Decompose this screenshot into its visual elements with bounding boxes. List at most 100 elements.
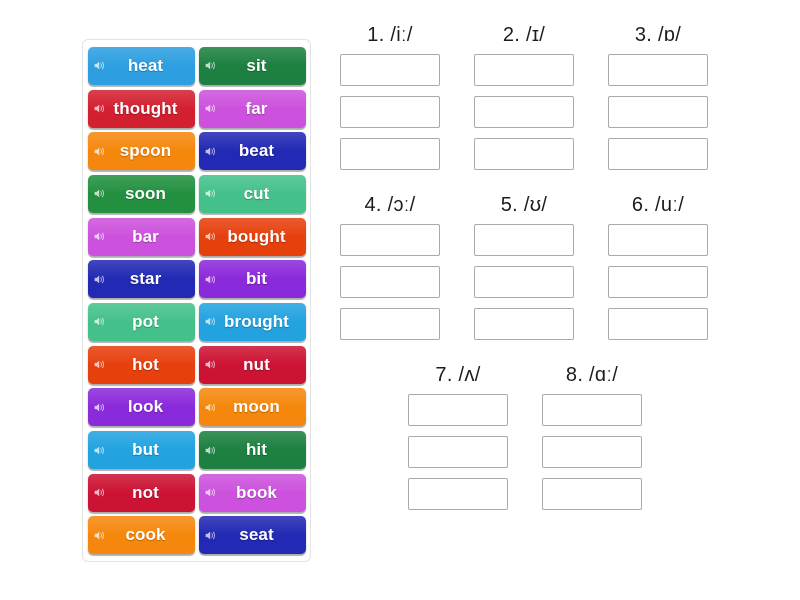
word-tile-cell: sit bbox=[199, 45, 306, 88]
drop-slot[interactable] bbox=[608, 138, 708, 170]
word-tile-far[interactable]: far bbox=[199, 89, 306, 128]
answer-group-5: 5. /ʊ/ bbox=[474, 194, 574, 350]
drop-slot[interactable] bbox=[474, 224, 574, 256]
word-tile-book[interactable]: book bbox=[199, 473, 306, 512]
speaker-icon[interactable] bbox=[93, 59, 106, 72]
answer-group-title: 1. /iː/ bbox=[367, 24, 413, 46]
word-tile-bought[interactable]: bought bbox=[199, 217, 306, 256]
drop-slot[interactable] bbox=[542, 478, 642, 510]
speaker-icon[interactable] bbox=[204, 401, 217, 414]
speaker-icon[interactable] bbox=[204, 444, 217, 457]
word-tile-label: hot bbox=[132, 354, 159, 374]
drop-slot[interactable] bbox=[340, 266, 440, 298]
drop-slot[interactable] bbox=[474, 308, 574, 340]
speaker-icon[interactable] bbox=[93, 273, 106, 286]
word-tile-label: not bbox=[132, 482, 159, 502]
word-tile-label: bar bbox=[132, 226, 159, 246]
speaker-icon[interactable] bbox=[93, 315, 106, 328]
drop-slot[interactable] bbox=[542, 394, 642, 426]
word-tile-spoon[interactable]: spoon bbox=[88, 132, 195, 171]
word-tile-sit[interactable]: sit bbox=[199, 46, 306, 85]
drop-slot[interactable] bbox=[340, 54, 440, 86]
speaker-icon[interactable] bbox=[93, 529, 106, 542]
drop-slot[interactable] bbox=[542, 436, 642, 468]
word-tile-star[interactable]: star bbox=[88, 260, 195, 299]
answer-group-4: 4. /ɔː/ bbox=[340, 194, 440, 350]
drop-slot[interactable] bbox=[608, 54, 708, 86]
speaker-icon[interactable] bbox=[204, 145, 217, 158]
word-tile-brought[interactable]: brought bbox=[199, 302, 306, 341]
drop-slot[interactable] bbox=[474, 266, 574, 298]
speaker-icon[interactable] bbox=[93, 230, 106, 243]
word-tile-hit[interactable]: hit bbox=[199, 431, 306, 470]
word-tile-cut[interactable]: cut bbox=[199, 174, 306, 213]
answer-group-row-1: 1. /iː/2. /ɪ/3. /ɒ/ bbox=[340, 24, 790, 180]
drop-slot[interactable] bbox=[340, 96, 440, 128]
word-tile-bit[interactable]: bit bbox=[199, 260, 306, 299]
answer-group-title: 3. /ɒ/ bbox=[634, 24, 682, 46]
word-tile-cell: look bbox=[88, 387, 195, 430]
word-tile-soon[interactable]: soon bbox=[88, 174, 195, 213]
speaker-icon[interactable] bbox=[204, 358, 217, 371]
drop-slot[interactable] bbox=[408, 478, 508, 510]
word-tile-label: star bbox=[129, 269, 162, 289]
speaker-icon[interactable] bbox=[204, 315, 217, 328]
speaker-icon[interactable] bbox=[204, 102, 217, 115]
word-tile-cell: heat bbox=[88, 45, 195, 88]
word-tile-cell: soon bbox=[88, 173, 195, 216]
speaker-icon[interactable] bbox=[204, 187, 217, 200]
word-tile-cook[interactable]: cook bbox=[88, 516, 195, 555]
speaker-icon[interactable] bbox=[93, 187, 106, 200]
drop-slot[interactable] bbox=[474, 96, 574, 128]
word-tile-look[interactable]: look bbox=[88, 388, 195, 427]
word-tile-not[interactable]: not bbox=[88, 473, 195, 512]
answer-group-8: 8. /ɑː/ bbox=[542, 364, 642, 520]
speaker-icon[interactable] bbox=[93, 102, 106, 115]
speaker-icon[interactable] bbox=[204, 529, 217, 542]
drop-slot[interactable] bbox=[608, 308, 708, 340]
word-tile-label: cut bbox=[243, 183, 270, 203]
word-tile-cell: star bbox=[88, 258, 195, 301]
word-tile-seat[interactable]: seat bbox=[199, 516, 306, 555]
answer-group-title: 8. /ɑː/ bbox=[565, 364, 619, 386]
drop-slot[interactable] bbox=[608, 224, 708, 256]
drop-slot[interactable] bbox=[340, 138, 440, 170]
word-tile-cell: thought bbox=[88, 88, 195, 131]
word-tile-bar[interactable]: bar bbox=[88, 217, 195, 256]
answer-group-title: 2. /ɪ/ bbox=[502, 24, 546, 46]
drop-slot[interactable] bbox=[340, 224, 440, 256]
word-tile-cell: bar bbox=[88, 216, 195, 259]
drop-slot[interactable] bbox=[608, 96, 708, 128]
speaker-icon[interactable] bbox=[93, 358, 106, 371]
word-tile-label: pot bbox=[132, 311, 159, 331]
speaker-icon[interactable] bbox=[204, 230, 217, 243]
word-tile-thought[interactable]: thought bbox=[88, 89, 195, 128]
word-tile-but[interactable]: but bbox=[88, 431, 195, 470]
word-tile-label: spoon bbox=[119, 141, 172, 161]
drop-slot[interactable] bbox=[474, 54, 574, 86]
word-tile-beat[interactable]: beat bbox=[199, 132, 306, 171]
answer-group-1: 1. /iː/ bbox=[340, 24, 440, 180]
speaker-icon[interactable] bbox=[93, 486, 106, 499]
drop-slot[interactable] bbox=[408, 394, 508, 426]
word-tile-cell: moon bbox=[199, 387, 306, 430]
speaker-icon[interactable] bbox=[204, 486, 217, 499]
word-tile-cell: pot bbox=[88, 301, 195, 344]
drop-slot[interactable] bbox=[608, 266, 708, 298]
drop-slot[interactable] bbox=[474, 138, 574, 170]
answer-group-title: 6. /uː/ bbox=[631, 194, 685, 216]
word-tile-moon[interactable]: moon bbox=[199, 388, 306, 427]
word-tile-heat[interactable]: heat bbox=[88, 46, 195, 85]
speaker-icon[interactable] bbox=[93, 401, 106, 414]
speaker-icon[interactable] bbox=[204, 273, 217, 286]
drop-slot[interactable] bbox=[340, 308, 440, 340]
word-tile-nut[interactable]: nut bbox=[199, 345, 306, 384]
word-tile-cell: cut bbox=[199, 173, 306, 216]
speaker-icon[interactable] bbox=[204, 59, 217, 72]
word-tile-pot[interactable]: pot bbox=[88, 302, 195, 341]
speaker-icon[interactable] bbox=[93, 145, 106, 158]
speaker-icon[interactable] bbox=[93, 444, 106, 457]
drop-slot[interactable] bbox=[408, 436, 508, 468]
word-tile-hot[interactable]: hot bbox=[88, 345, 195, 384]
